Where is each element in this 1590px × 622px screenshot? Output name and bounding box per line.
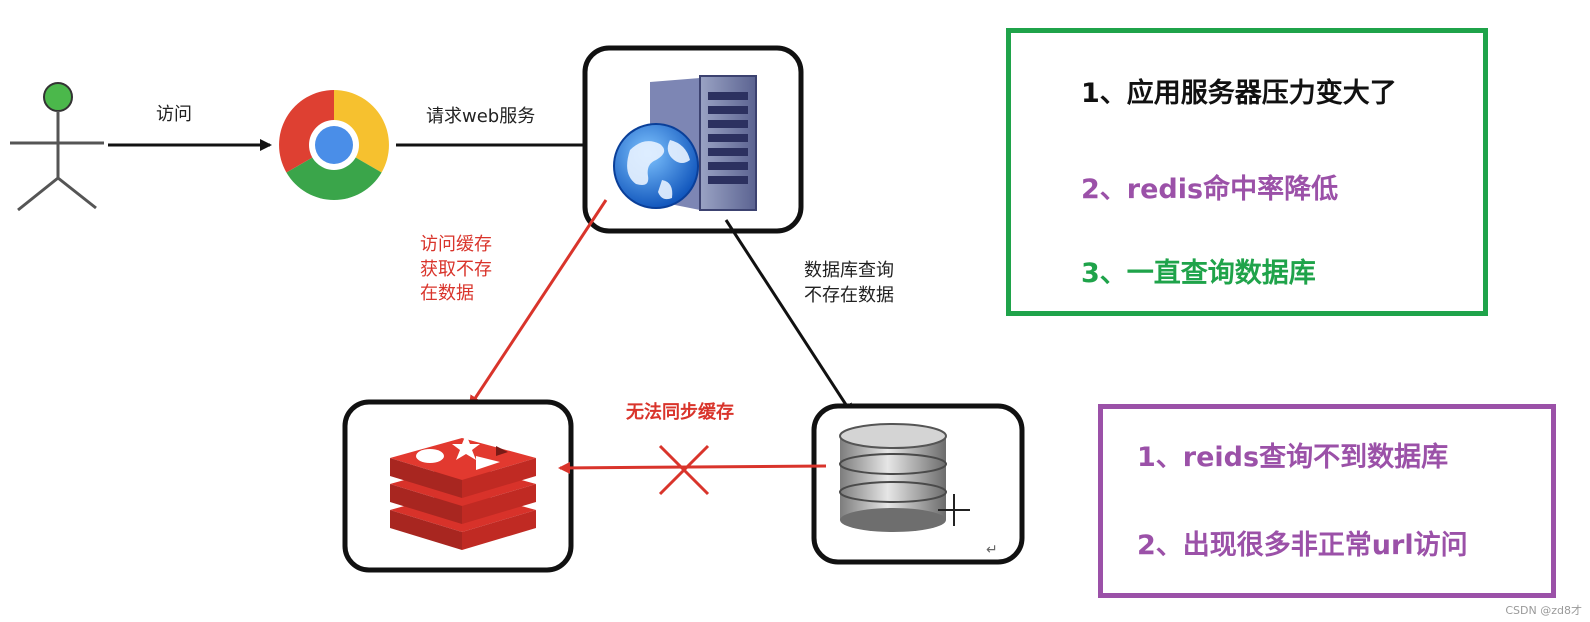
request-web-service-label: 请求web服务 — [426, 106, 536, 127]
cache-miss-label: 访问缓存 获取不存 在数据 — [420, 234, 492, 306]
cause-item-2: 2、出现很多非正常url访问 — [1137, 530, 1468, 561]
problem-item-1: 1、应用服务器压力变大了 — [1081, 78, 1397, 109]
db-query-line: 数据库查询 — [804, 260, 894, 281]
failed-sync-cross-icon — [658, 444, 710, 496]
problem-item-3: 3、一直查询数据库 — [1081, 258, 1316, 289]
user-stick-figure-icon — [10, 82, 104, 212]
db-query-line: 不存在数据 — [804, 284, 894, 306]
watermark: CSDN @zd8才 — [1505, 604, 1582, 617]
db-query-label: 数据库查询 不存在数据 — [804, 260, 894, 307]
web-server-icon — [613, 75, 757, 211]
crosshair-cursor-icon — [938, 494, 970, 526]
database-icon — [839, 423, 947, 532]
return-mark-icon: ↵ — [986, 542, 998, 558]
sync-fail-label: 无法同步缓存 — [626, 402, 734, 423]
arrow-server-to-redis — [468, 199, 608, 408]
cache-miss-line: 访问缓存 — [420, 234, 492, 255]
redis-icon — [390, 434, 536, 550]
problems-panel: 1、应用服务器压力变大了 2、redis命中率降低 3、一直查询数据库 — [1006, 28, 1488, 316]
chrome-browser-icon — [279, 90, 389, 200]
visit-label: 访问 — [156, 104, 192, 125]
problem-item-2: 2、redis命中率降低 — [1081, 174, 1339, 205]
arrow-database-to-redis — [558, 461, 827, 474]
causes-panel: 1、reids查询不到数据库 2、出现很多非正常url访问 — [1098, 404, 1556, 598]
arrow-server-to-database — [724, 219, 854, 416]
cache-miss-line: 在数据 — [420, 283, 474, 304]
cache-miss-line: 获取不存 — [420, 258, 492, 280]
cause-item-1: 1、reids查询不到数据库 — [1137, 442, 1449, 473]
